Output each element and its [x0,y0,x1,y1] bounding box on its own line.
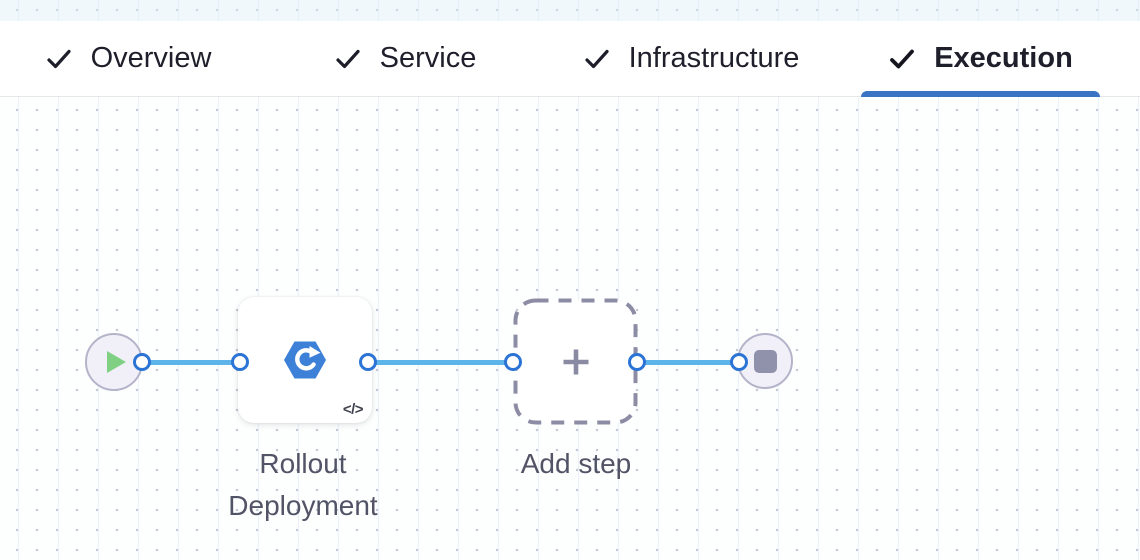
stage-config-tabbar: Overview Service Infrastructure Executio… [0,21,1140,97]
add-step-button[interactable] [513,298,638,425]
port-step-in[interactable] [231,353,249,371]
start-node[interactable] [85,333,143,391]
tab-infrastructure[interactable]: Infrastructure [548,21,834,96]
tab-execution[interactable]: Execution [861,21,1100,97]
step-node-label: Rollout Deployment [228,448,378,521]
active-tab-underline [861,91,1100,97]
checkmark-icon [46,49,71,68]
tab-label: Infrastructure [628,42,800,74]
tab-label: Execution [934,42,1073,74]
port-addstep-in[interactable] [504,353,522,371]
tab-overview[interactable]: Overview [12,21,244,96]
plus-icon [563,349,588,374]
tab-label: Overview [90,42,212,74]
tab-service[interactable]: Service [302,21,508,96]
stop-icon [753,349,777,373]
port-addstep-out[interactable] [628,353,646,371]
port-step-out[interactable] [359,353,377,371]
play-icon [107,351,126,373]
edge-start-to-step [142,360,240,365]
code-icon[interactable]: </> [342,401,364,418]
edge-step-to-addstep [368,360,513,365]
checkmark-icon [890,49,915,68]
canvas-top-strip [0,0,1140,21]
checkmark-icon [336,49,360,68]
step-node-rollout-deployment[interactable]: </> [238,297,372,423]
checkmark-icon [584,49,609,68]
port-start-out[interactable] [133,353,151,371]
edge-addstep-to-end [637,360,739,365]
port-end-in[interactable] [730,353,748,371]
tab-label: Service [379,42,477,74]
k8s-rollout-icon [284,341,326,379]
add-step-label: Add step [520,448,632,479]
